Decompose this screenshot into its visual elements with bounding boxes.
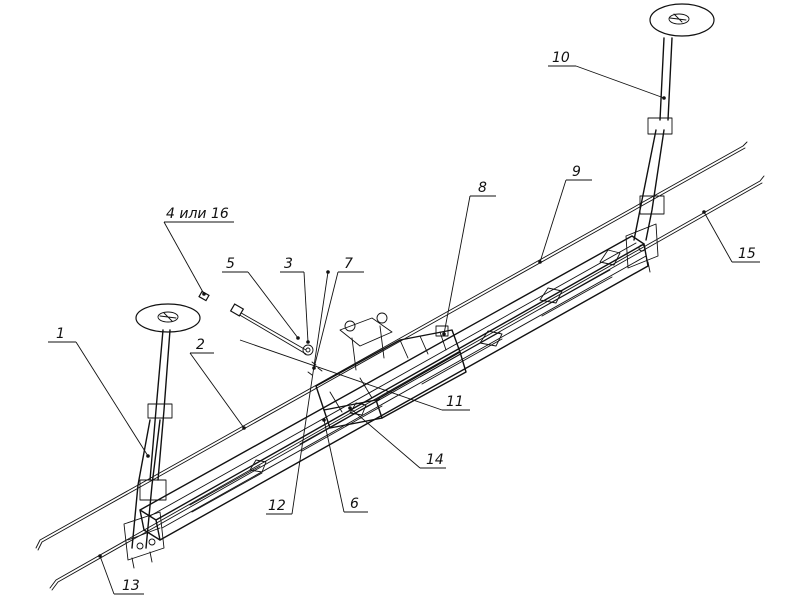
callout-12: 12	[268, 498, 286, 514]
callout-4-or-16: 4 или 16	[166, 206, 229, 222]
main-frame-beam	[139, 235, 649, 541]
callout-14: 14	[426, 452, 444, 468]
callout-9: 9	[572, 164, 581, 180]
callout-10: 10	[552, 50, 570, 66]
central-hitch	[315, 312, 467, 429]
callout-1: 1	[56, 326, 65, 342]
callout-8: 8	[478, 180, 487, 196]
callout-15: 15	[738, 246, 756, 262]
cylinder-assembly	[198, 290, 323, 376]
callout-7: 7	[344, 256, 353, 272]
callout-13: 13	[122, 578, 140, 594]
rear-rod	[49, 175, 765, 591]
callout-11: 11	[446, 394, 464, 410]
left-marker-arm	[123, 303, 201, 569]
callout-2: 2	[196, 337, 205, 353]
leader-lines	[48, 65, 760, 595]
callout-6: 6	[350, 496, 359, 512]
right-marker-disc	[649, 3, 715, 37]
left-marker-disc	[135, 303, 201, 333]
callout-5: 5	[226, 256, 235, 272]
front-rod	[35, 141, 748, 551]
right-marker-arm	[625, 3, 715, 273]
callout-3: 3	[284, 256, 293, 272]
